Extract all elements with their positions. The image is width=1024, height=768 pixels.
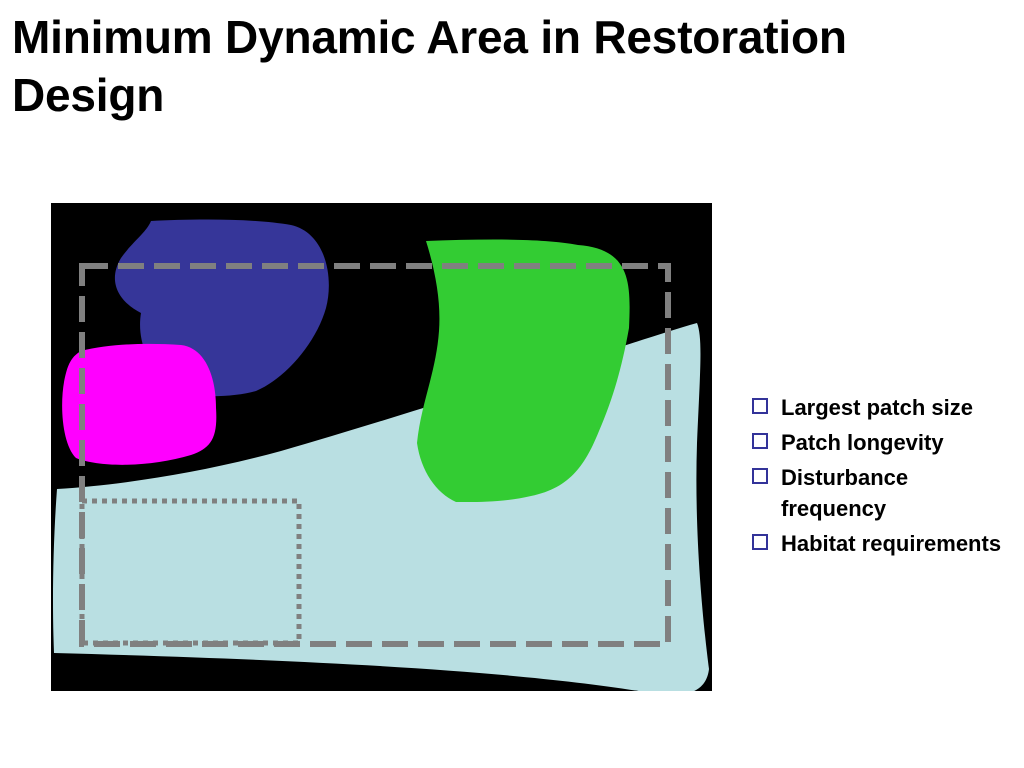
- criteria-label: Patch longevity: [781, 430, 944, 455]
- criteria-list-item: Habitat requirements: [750, 528, 1010, 559]
- hollow-square-bullet-icon: [752, 398, 768, 414]
- criteria-list-item: Disturbance frequency: [750, 462, 1010, 524]
- criteria-label: Disturbance frequency: [781, 465, 909, 521]
- slide-title: Minimum Dynamic Area in Restoration Desi…: [12, 11, 847, 121]
- hollow-square-bullet-icon: [752, 433, 768, 449]
- hollow-square-bullet-icon: [752, 468, 768, 484]
- criteria-label: Habitat requirements: [781, 531, 1002, 556]
- criteria-list-item: Patch longevity: [750, 427, 1010, 458]
- magenta-patch: [62, 343, 217, 465]
- hollow-square-bullet-icon: [752, 534, 768, 550]
- outer-dashed-boundary: [79, 263, 671, 647]
- criteria-list: Largest patch size Patch longevity Distu…: [750, 392, 1010, 563]
- criteria-label: Largest patch size: [781, 395, 973, 420]
- criteria-list-item: Largest patch size: [750, 392, 1010, 423]
- patch-diagram: [51, 203, 712, 691]
- green-patch: [417, 239, 630, 503]
